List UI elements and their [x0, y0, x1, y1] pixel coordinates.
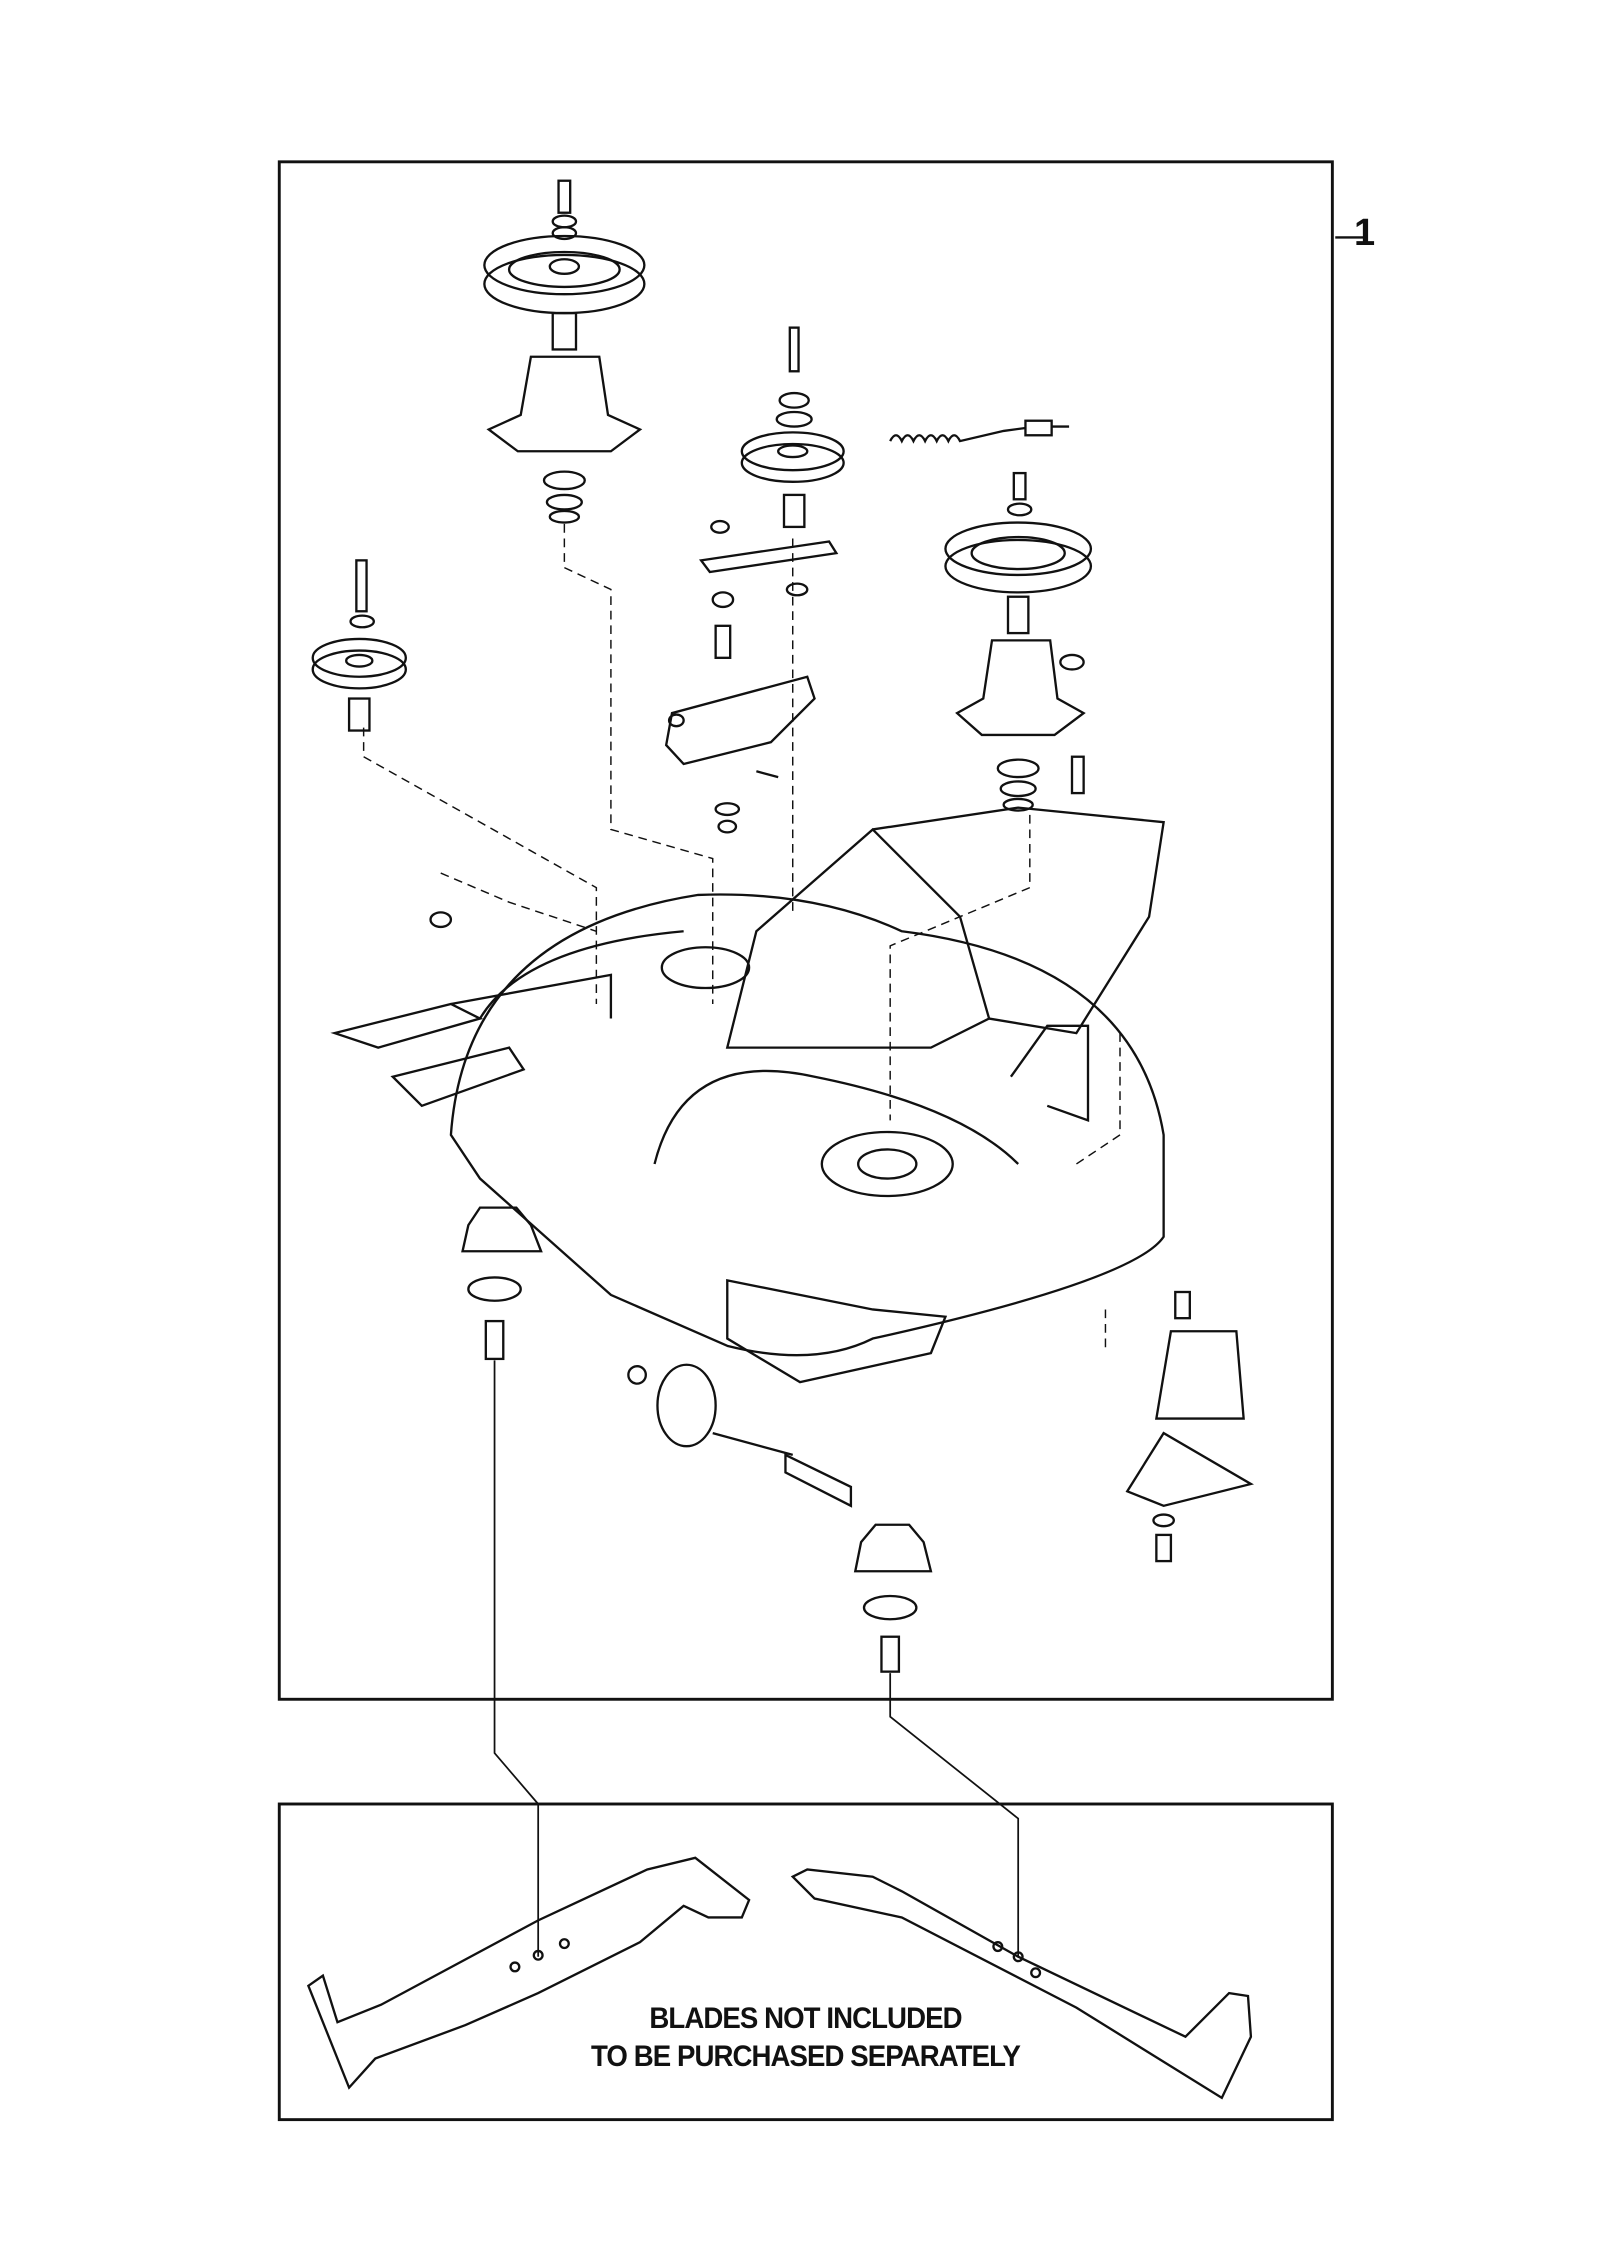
blades-note-frame [277, 1802, 1334, 2122]
mower-blade-left [306, 1856, 751, 2090]
callout-number-1: 1 [1354, 212, 1376, 254]
main-assembly-frame [277, 160, 1334, 1701]
idler-pulley-left [311, 559, 453, 929]
anti-scalp-parts [461, 1206, 933, 1673]
spindle-pulley-left [483, 179, 646, 524]
tension-spring [889, 419, 1070, 444]
blades-note-line1: BLADES NOT INCLUDED [649, 2002, 962, 2035]
mower-deck [330, 806, 1165, 1384]
blades-note-line2: TO BE PURCHASED SEPARATELY [590, 2040, 1021, 2073]
mower-blade-right [790, 1868, 1253, 2100]
blade-leader-lines [493, 1360, 1020, 1957]
idler-pulley-center [664, 326, 845, 834]
spindle-pulley-right [944, 471, 1093, 812]
mulch-baffle-parts [1125, 1290, 1254, 1563]
assembly-dash-lines [362, 524, 1121, 1354]
